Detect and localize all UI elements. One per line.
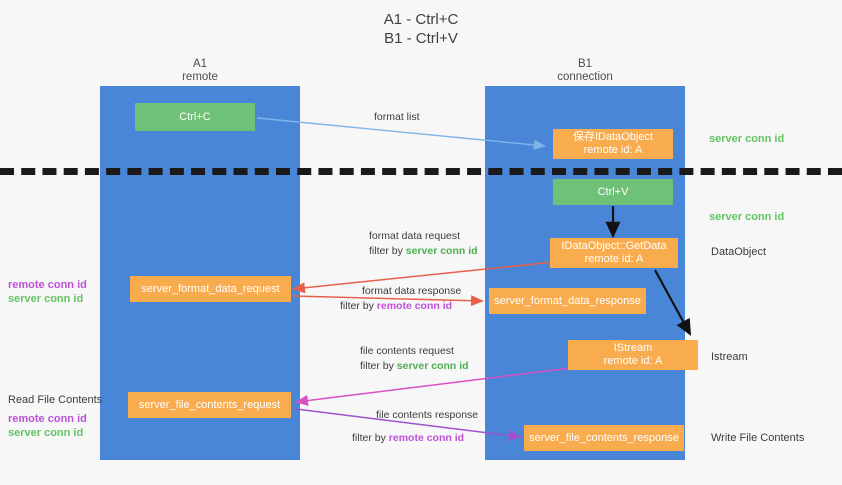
box-save-idataobject-line1: 保存IDataObject [572,131,654,143]
box-idataobject-getdata-line2: remote id: A [584,253,644,265]
note-left-server-conn-id-bottom: server conn id [8,427,84,439]
edge-label-file-contents-request-highlight: server conn id [396,360,469,372]
box-server-file-contents-response[interactable]: server_file_contents_response [524,425,684,451]
edge-label-format-data-response-line2: filter by [340,300,377,312]
box-ctrl-v-line1: Ctrl+V [597,185,629,198]
box-ctrl-v[interactable]: Ctrl+V [553,179,673,205]
lane-header-a1: A1 remote [100,58,300,84]
title-line-2: B1 - Ctrl+V [384,30,458,47]
diagram-title: A1 - Ctrl+C B1 - Ctrl+V [0,10,842,48]
box-save-idataobject[interactable]: 保存IDataObject remote id: A [553,129,673,159]
box-ctrl-c-line1: Ctrl+C [179,110,211,123]
note-istream: Istream [711,350,748,364]
edge-label-format-data-response-highlight: remote conn id [376,300,453,312]
note-write-file-contents-label: Write File Contents [711,432,805,444]
note-read-file-contents-label: Read File Contents [8,394,103,406]
box-server-format-data-response-label: server_format_data_response [494,294,641,307]
note-read-file-contents: Read File Contents [8,393,102,407]
box-ctrl-c[interactable]: Ctrl+C [135,103,255,131]
box-idataobject-getdata-line1: IDataObject::GetData [561,240,667,252]
edge-label-format-data-request-highlight: server conn id [405,245,478,257]
phase-divider [0,168,842,175]
box-server-format-data-request[interactable]: server_format_data_request [130,276,291,302]
box-server-format-data-request-label: server_format_data_request [141,282,280,295]
note-left-server-conn-id-top: server conn id [8,293,84,305]
edge-label-file-contents-request-line1: file contents request [360,345,454,357]
box-idataobject-getdata[interactable]: IDataObject::GetData remote id: A [550,238,678,268]
edge-label-file-contents-response-line2: filter by [352,432,389,444]
lane-a1-name: A1 [192,58,208,70]
note-left-conn-ids-top: remote conn id server conn id [8,278,87,306]
edge-label-format-list: format list [374,110,420,125]
edge-label-format-data-response: format data response filter by remote co… [340,284,462,314]
box-server-file-contents-response-label: server_file_contents_response [529,431,679,444]
arrow-getdata-to-istream [654,269,692,336]
lane-header-b1: B1 connection [485,58,685,84]
lane-b1-sub: connection [557,71,613,83]
edge-label-file-contents-response-highlight: remote conn id [388,432,465,444]
note-right-server-conn-id-2: server conn id [709,210,784,224]
box-istream-line2: remote id: A [603,355,663,367]
edge-label-format-data-request-line2: filter by [369,245,406,257]
arrow-format-list [256,117,546,151]
edge-label-format-list-line1: format list [374,111,420,123]
edge-label-file-contents-request: file contents request filter by server c… [360,344,469,374]
title-line-1: A1 - Ctrl+C [383,11,459,28]
lane-a1-sub: remote [182,71,218,83]
note-dataobject-label: DataObject [711,246,767,258]
note-left-conn-ids-bottom: remote conn id server conn id [8,412,87,440]
arrow-format-data-response [292,295,484,307]
note-write-file-contents: Write File Contents [711,431,804,445]
edge-label-file-contents-response: file contents response filter by remote … [352,408,479,446]
note-right-server-conn-id-1: server conn id [709,132,784,146]
edge-label-format-data-request-line1: format data request [369,230,461,242]
box-istream[interactable]: IStream remote id: A [568,340,698,370]
box-server-file-contents-request[interactable]: server_file_contents_request [128,392,291,418]
box-istream-line1: IStream [613,342,653,354]
note-left-remote-conn-id-top: remote conn id [8,279,87,291]
note-dataobject: DataObject [711,245,766,259]
lane-b1-name: B1 [577,58,593,70]
note-left-remote-conn-id-bottom: remote conn id [8,413,87,425]
box-server-format-data-response[interactable]: server_format_data_response [489,288,646,314]
edge-label-format-data-response-line1: format data response [362,285,462,297]
edge-label-format-data-request: format data request filter by server con… [369,229,478,259]
edge-label-file-contents-request-line2: filter by [360,360,397,372]
box-server-file-contents-request-label: server_file_contents_request [138,398,281,411]
note-right-server-conn-id-1-label: server conn id [709,133,785,145]
note-right-server-conn-id-2-label: server conn id [709,211,785,223]
box-save-idataobject-line2: remote id: A [583,144,643,156]
arrow-file-contents-response [295,408,522,442]
edge-label-file-contents-response-line1: file contents response [376,409,479,421]
note-istream-label: Istream [711,351,748,363]
